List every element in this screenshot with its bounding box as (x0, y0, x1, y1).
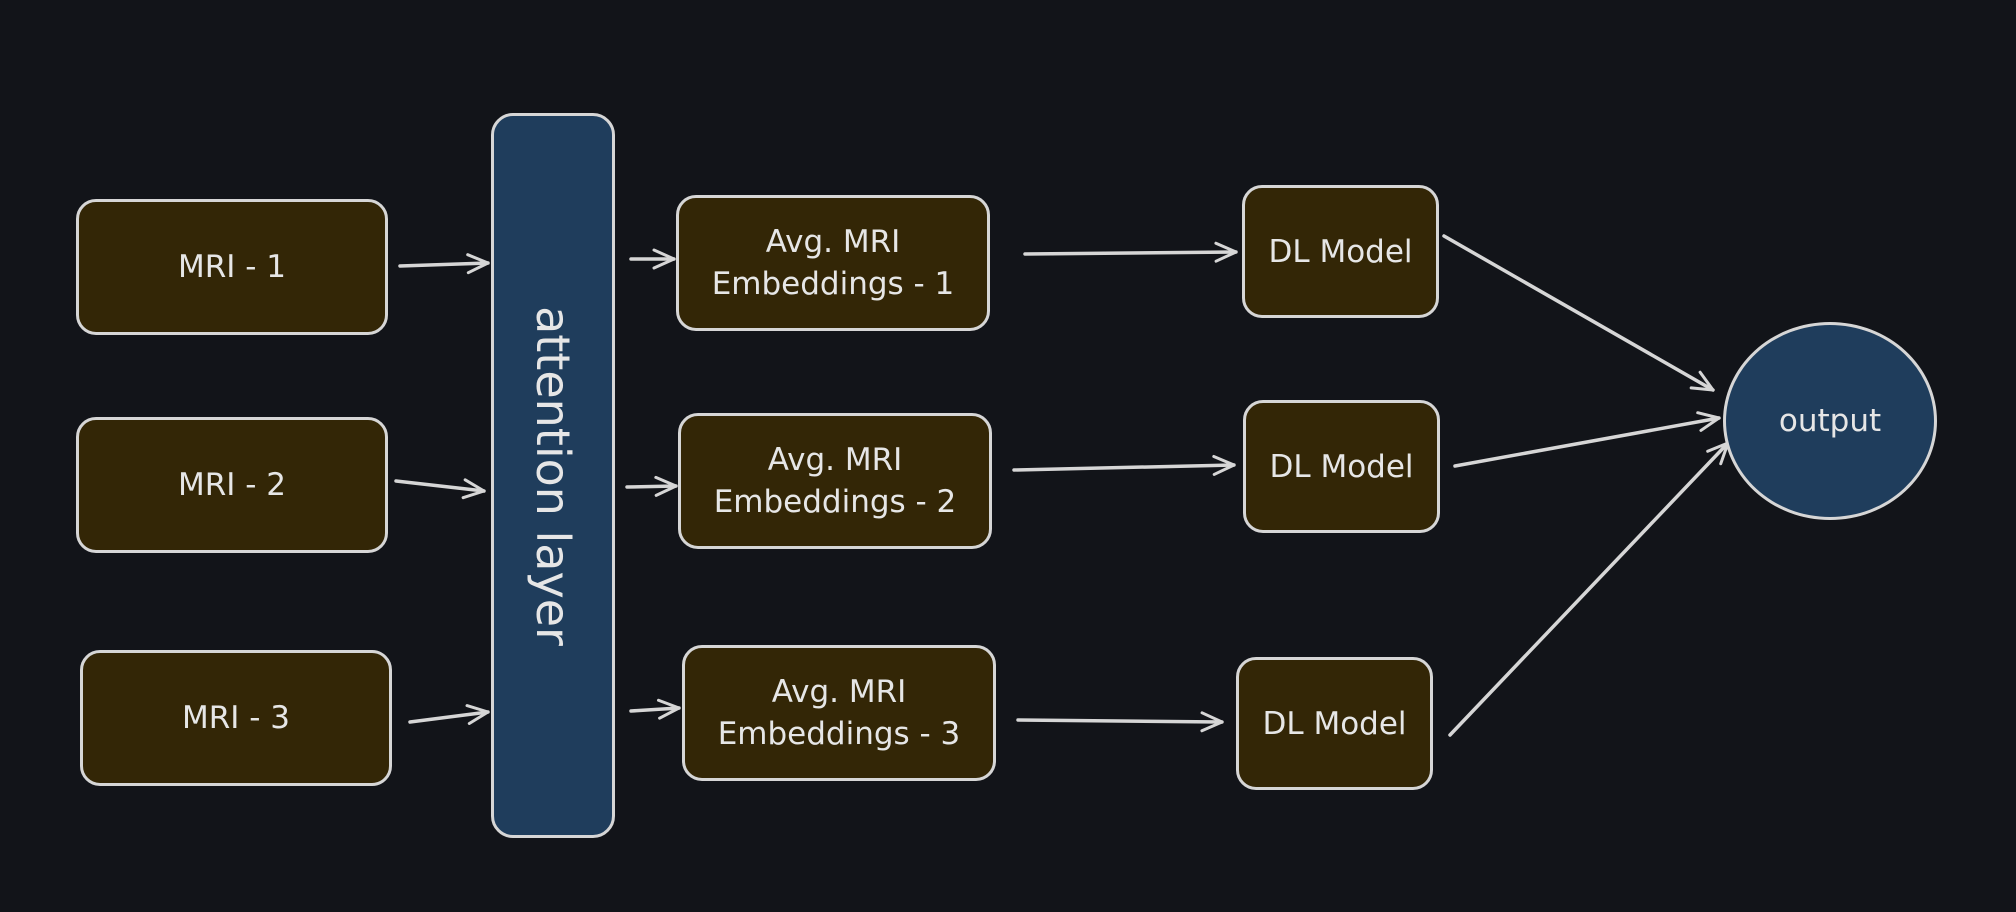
edge-attention-to-emb-3 (629, 698, 681, 720)
avg-mri-embeddings-1-box: Avg. MRI Embeddings - 1 (676, 195, 990, 331)
mri-1-label: MRI - 1 (177, 249, 287, 285)
output-node: output (1723, 322, 1937, 520)
edge-mri-1-to-attention (398, 253, 490, 275)
mri-1-box: MRI - 1 (76, 199, 388, 335)
edge-mri-3-to-attention (408, 704, 490, 725)
mri-3-label: MRI - 3 (181, 700, 291, 736)
output-label: output (1778, 403, 1882, 439)
mri-2-label: MRI - 2 (177, 467, 287, 503)
avg-mri-embeddings-2-label: Avg. MRI Embeddings - 2 (713, 442, 957, 520)
attention-layer-label: attention layer (526, 305, 581, 646)
avg-mri-embeddings-3-box: Avg. MRI Embeddings - 3 (682, 645, 996, 781)
edge-dl-3-to-output (1448, 441, 1730, 737)
edge-dl-2-to-output (1453, 411, 1721, 468)
mri-3-box: MRI - 3 (80, 650, 392, 786)
avg-mri-embeddings-1-label: Avg. MRI Embeddings - 1 (711, 224, 955, 302)
avg-mri-embeddings-3-label: Avg. MRI Embeddings - 3 (717, 674, 961, 752)
dl-model-1-label: DL Model (1268, 233, 1413, 270)
edge-dl-1-to-output (1442, 234, 1715, 392)
dl-model-3-label: DL Model (1262, 705, 1407, 742)
avg-mri-embeddings-2-box: Avg. MRI Embeddings - 2 (678, 413, 992, 549)
attention-layer-box: attention layer (491, 113, 615, 838)
edge-emb-3-to-dl-3 (1016, 711, 1224, 733)
edge-attention-to-emb-2 (625, 475, 678, 497)
dl-model-2-label: DL Model (1269, 448, 1414, 485)
mri-2-box: MRI - 2 (76, 417, 388, 553)
edge-emb-2-to-dl-2 (1012, 454, 1236, 476)
dl-model-2-box: DL Model (1243, 400, 1440, 533)
edge-emb-1-to-dl-1 (1023, 241, 1238, 263)
edge-mri-2-to-attention (394, 478, 486, 500)
dl-model-3-box: DL Model (1236, 657, 1433, 790)
attention-layer-label-wrap: attention layer (494, 116, 612, 835)
dl-model-1-box: DL Model (1242, 185, 1439, 318)
